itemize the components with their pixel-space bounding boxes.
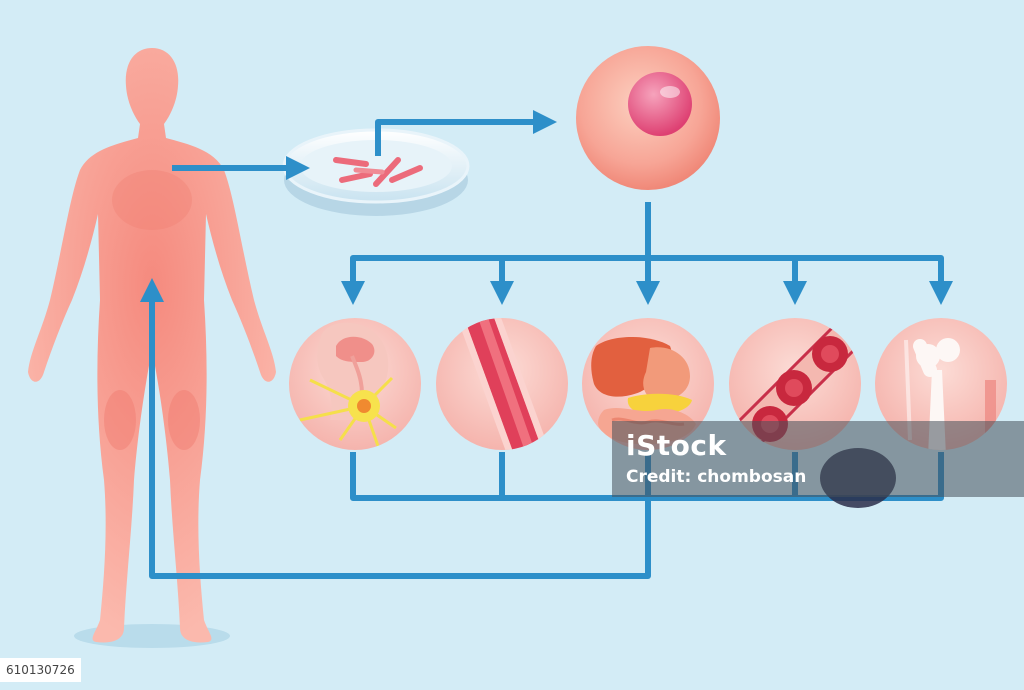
- image-id-label: 610130726: [0, 658, 81, 682]
- watermark: iStock Credit: chombosan: [612, 421, 1024, 497]
- muscle-fiber-icon: [436, 318, 568, 450]
- brain-neuron-icon: [289, 318, 421, 450]
- stem-cell-icon: [576, 46, 720, 190]
- watermark-credit: Credit: chombosan: [626, 467, 807, 487]
- watermark-logo: iStock: [626, 429, 727, 462]
- arrow-dish-to-cell: [375, 110, 557, 156]
- return-organ: [140, 278, 651, 579]
